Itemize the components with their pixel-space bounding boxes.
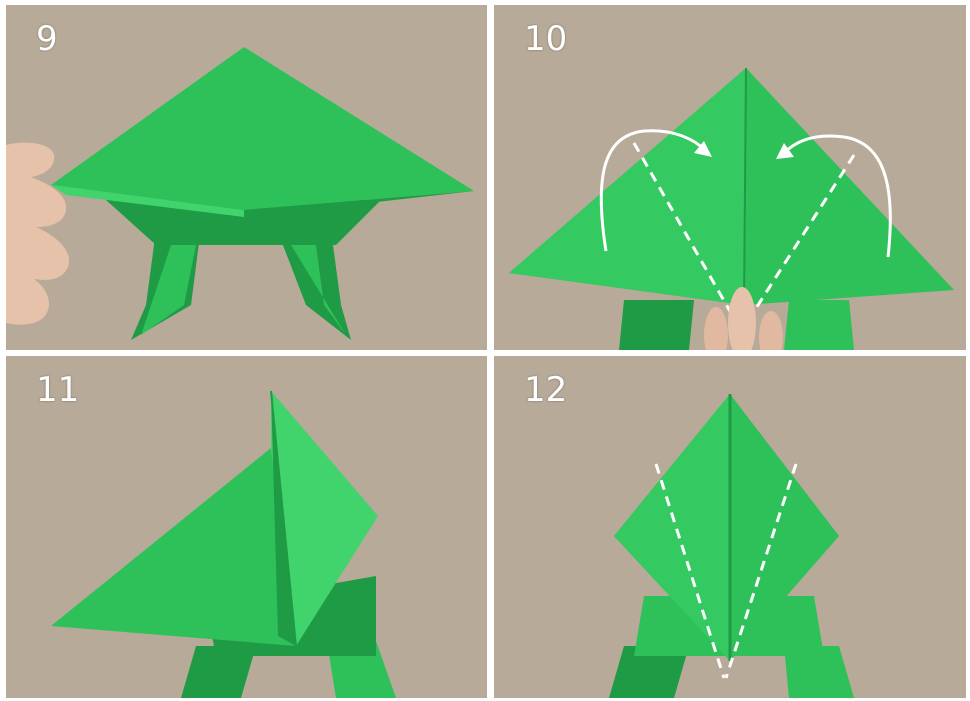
step-number: 11	[36, 370, 79, 410]
step-number: 12	[524, 370, 567, 410]
step-10-panel: 10	[494, 5, 966, 350]
step-11-panel: 11	[6, 356, 487, 698]
step-number: 9	[36, 19, 58, 59]
step-9-panel: 9	[6, 5, 487, 350]
step-9-illustration	[6, 5, 487, 350]
step-12-panel: 12	[494, 356, 966, 698]
step-number: 10	[524, 19, 567, 59]
